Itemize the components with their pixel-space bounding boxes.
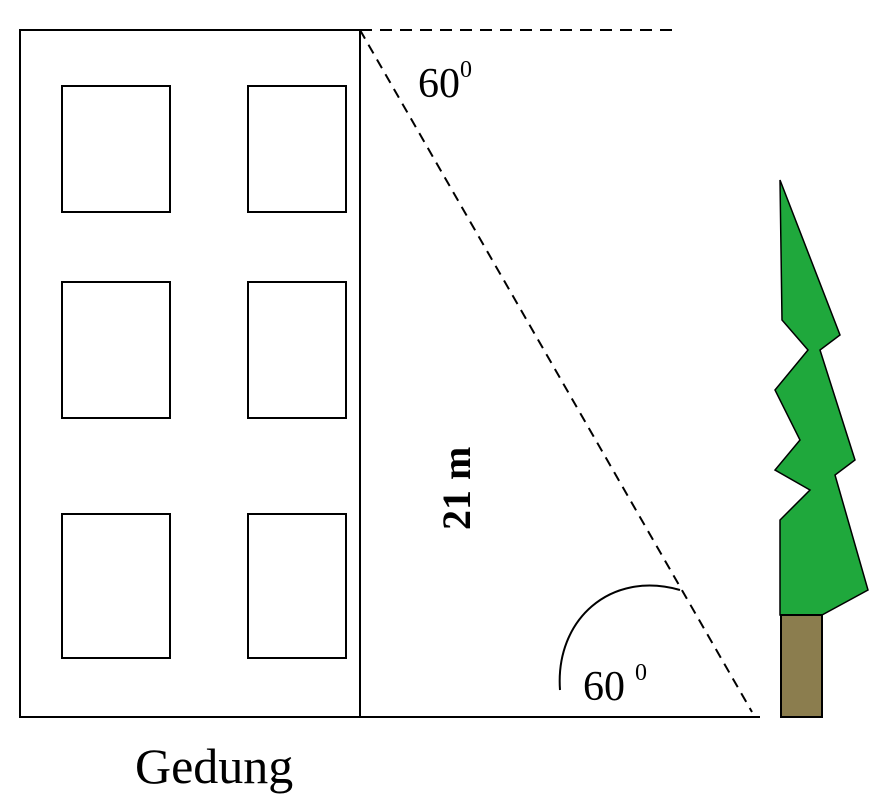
tree-foliage [773, 179, 869, 616]
angle-arc [558, 584, 681, 691]
window [61, 281, 171, 419]
building-label: Gedung [135, 738, 293, 794]
building-windows [61, 85, 347, 659]
top-angle-label: 600 [418, 57, 472, 107]
building [19, 29, 361, 718]
window [61, 85, 171, 213]
line-of-sight [359, 29, 753, 713]
window [247, 281, 347, 419]
window [61, 513, 171, 659]
window [247, 85, 347, 213]
tree-trunk [780, 614, 823, 718]
height-label: 21 m [434, 447, 479, 530]
window [247, 513, 347, 659]
